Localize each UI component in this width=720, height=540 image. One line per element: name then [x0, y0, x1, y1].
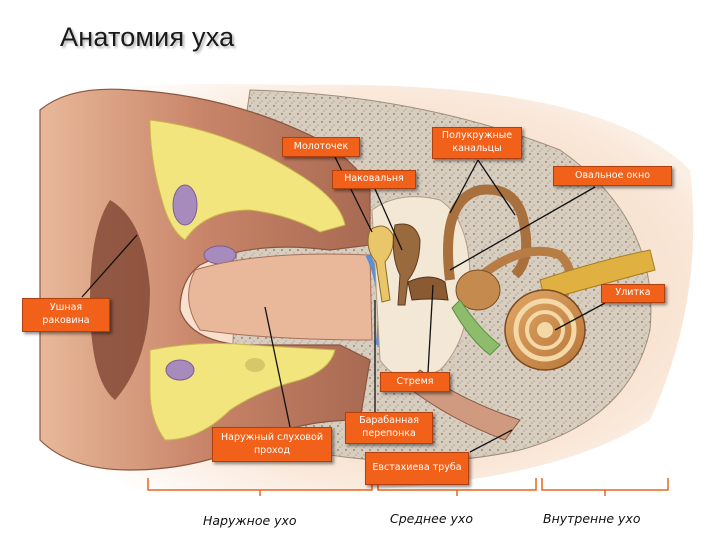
label-auricle: Ушная раковина [22, 298, 110, 332]
section-inner-ear: Внутренне ухо [543, 511, 641, 526]
stapes-shape [407, 276, 449, 301]
cartilage-lower [149, 342, 336, 441]
label-stapes: Стремя [380, 372, 450, 392]
concha-shadow [90, 200, 150, 400]
label-cochlea: Улитка [601, 284, 665, 303]
pointer-lines [81, 156, 606, 453]
label-semicircular-canals: Полукружные канальцы [432, 127, 522, 159]
section-middle-ear: Среднее ухо [390, 511, 473, 526]
label-oval-window: Овальное окно [553, 166, 672, 186]
slide-title: Анатомия уха [60, 22, 235, 52]
auditory-nerve-shape [539, 249, 656, 301]
label-malleus: Молоточек [282, 137, 360, 157]
malleus-shape [367, 225, 394, 303]
section-outer-ear: Наружное ухо [203, 513, 297, 528]
label-eustachian-tube: Евстахиева труба [365, 452, 469, 485]
label-ear-canal: Наружный слуховой проход [212, 427, 332, 462]
label-incus: Наковальня [332, 170, 416, 189]
vestibule-shape [455, 269, 501, 311]
ear-canal-shape [188, 253, 373, 341]
cartilage-upper [149, 119, 346, 241]
label-eardrum: Барабанная перепонка [345, 412, 433, 444]
